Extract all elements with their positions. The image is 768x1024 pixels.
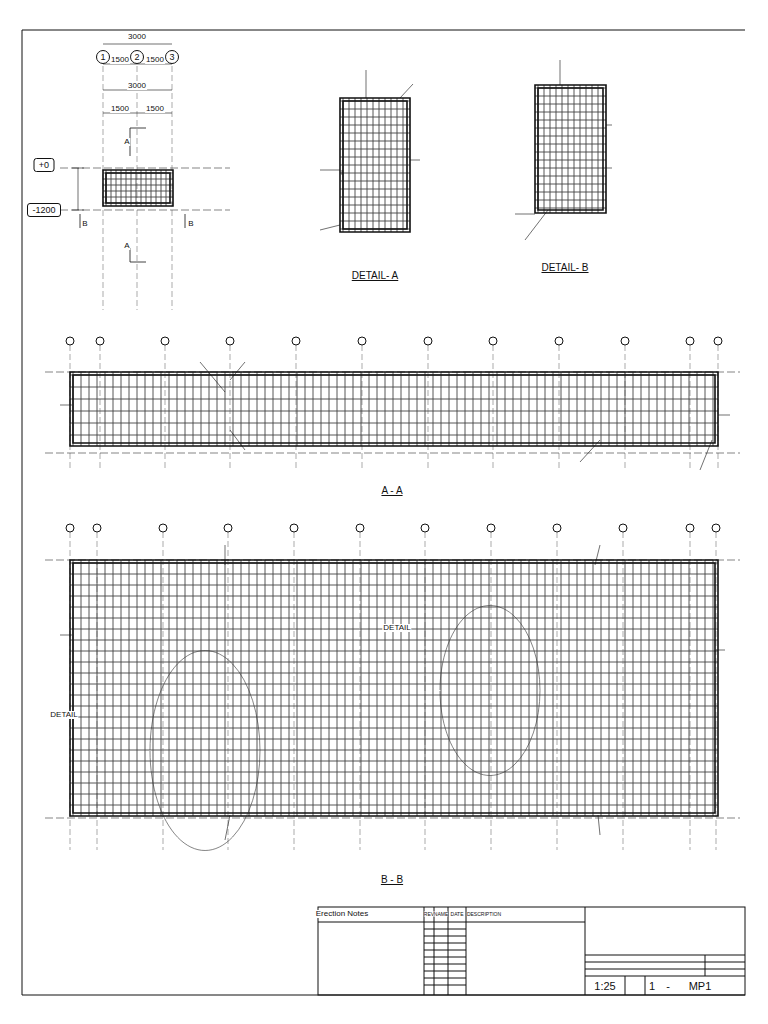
- scale-text: 1:25: [593, 981, 616, 992]
- detail-callout-circle: [150, 606, 540, 851]
- grid-bubble: [714, 337, 722, 345]
- grid-bubble: 2: [130, 50, 144, 64]
- detail-a-cage: [340, 98, 410, 232]
- grid-bubble: [487, 524, 495, 532]
- section-b-cage-outline: [70, 560, 718, 816]
- view-title: A - A: [380, 486, 403, 496]
- node-text: 1: [100, 53, 105, 62]
- grid-bubble: [93, 524, 101, 532]
- grid-bubble: [226, 337, 234, 345]
- grid-bubble: [553, 524, 561, 532]
- level-line: [45, 372, 740, 453]
- dimension-text: 3000: [127, 33, 147, 41]
- node-text: -1200: [32, 206, 55, 215]
- grid-bubble: [619, 524, 627, 532]
- section-marker: [80, 128, 185, 262]
- rebar-cages: [45, 44, 740, 851]
- node-text: 3: [169, 53, 174, 62]
- grid-bubble: [358, 337, 366, 345]
- sheet-frame: [22, 30, 745, 995]
- dimension-text: 1500: [145, 56, 165, 64]
- section-a-cage-outline: [70, 372, 718, 446]
- dimension-line: [103, 44, 172, 113]
- dimension-text: 1500: [145, 105, 165, 113]
- grid-bubble: 3: [165, 50, 179, 64]
- leader-line: [320, 70, 420, 230]
- grid-bubble: [712, 524, 720, 532]
- detail-tag: DETAIL: [49, 711, 78, 719]
- leader-line: [60, 362, 730, 470]
- title-block: [318, 907, 745, 995]
- grid-bubble: [424, 337, 432, 345]
- table-header: NAME: [434, 912, 448, 917]
- drawing-number: MP1: [688, 981, 713, 992]
- detail-tag: DETAIL: [382, 624, 411, 632]
- detail-a-cage-outline: [340, 98, 410, 232]
- grid-bubble: [66, 524, 74, 532]
- level-tag: -1200: [27, 203, 61, 217]
- border-line: [22, 30, 745, 995]
- level-dimension: [72, 168, 84, 210]
- node-text: +0: [39, 161, 49, 170]
- table-header: REV: [424, 912, 434, 917]
- view-title: DETAIL- A: [351, 271, 400, 281]
- grid-line: [103, 66, 172, 310]
- node-text: 2: [134, 53, 139, 62]
- section-a-cage: [70, 372, 718, 446]
- dimension-text: 3000: [127, 82, 147, 90]
- elevation-cage-outline: [103, 170, 173, 206]
- grid-bubble: [555, 337, 563, 345]
- sheet-text: 1: [648, 981, 656, 992]
- leader-line: [60, 545, 725, 840]
- table-header: DATE: [451, 912, 464, 917]
- grid-bubble: [292, 337, 300, 345]
- grid-bubble: [356, 524, 364, 532]
- elevation-cage: [103, 170, 173, 206]
- grid-bubble: [224, 524, 232, 532]
- level-line: [45, 560, 740, 818]
- view-title: DETAIL- B: [540, 263, 589, 273]
- sheet-text: -: [665, 981, 671, 992]
- grid-bubble: [489, 337, 497, 345]
- dimension-text: 1500: [110, 105, 130, 113]
- view-title: B - B: [380, 875, 404, 885]
- detail-b-cage: [535, 85, 606, 213]
- section-letter: B: [81, 220, 88, 228]
- grid-bubble: [621, 337, 629, 345]
- grid-bubble: [161, 337, 169, 345]
- note-heading: Erection Notes: [315, 910, 369, 918]
- section-letter: A: [123, 138, 130, 146]
- grid-bubble: [66, 337, 74, 345]
- section-b-cage: [70, 560, 718, 816]
- grid-line: [70, 345, 718, 470]
- grid-bubble: [421, 524, 429, 532]
- table-header: DESCRIPTION: [467, 912, 501, 917]
- level-line: [60, 168, 230, 210]
- grid-bubble: [290, 524, 298, 532]
- section-letter: A: [123, 242, 130, 250]
- section-letter: B: [187, 220, 194, 228]
- grid-bubble: [686, 524, 694, 532]
- leader-line: [515, 60, 612, 240]
- dimension-text: 1500: [110, 56, 130, 64]
- grid-bubble: [159, 524, 167, 532]
- grid-bubble: 1: [96, 50, 110, 64]
- detail-b-cage-outline: [535, 85, 606, 213]
- grid-bubble: [96, 337, 104, 345]
- title-block-grid: [318, 907, 745, 995]
- level-tag: +0: [34, 158, 55, 172]
- grid-bubble: [686, 337, 694, 345]
